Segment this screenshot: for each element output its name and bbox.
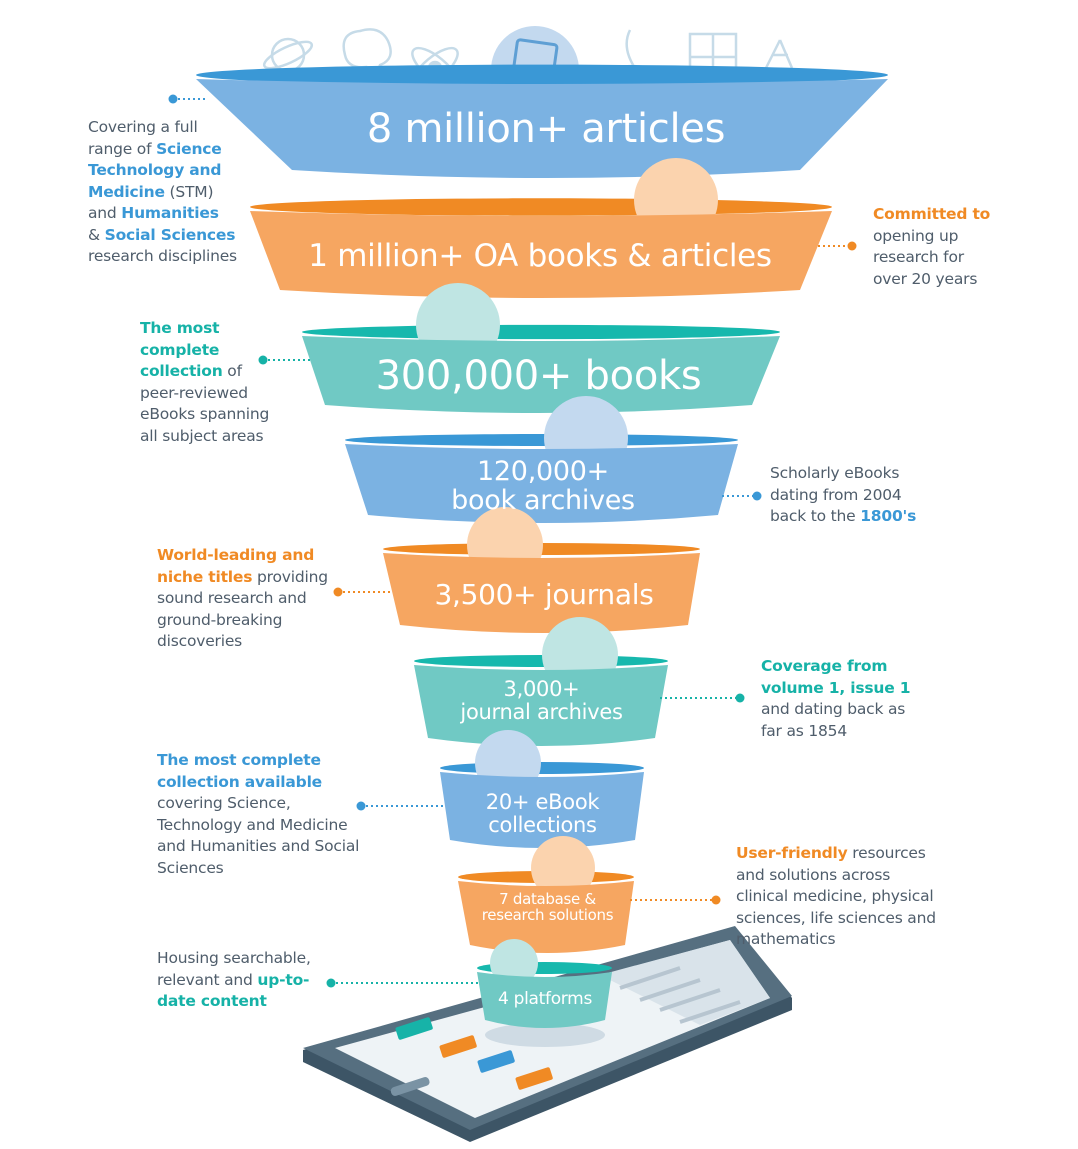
connector-dot	[258, 355, 268, 365]
annotation-4: Scholarly eBooks dating from 2004 back t…	[770, 463, 916, 528]
annotation-highlight: User-friendly	[736, 844, 848, 862]
connector-dot	[752, 491, 762, 501]
annotation-text: providing sound research and ground-brea…	[157, 567, 328, 651]
tier-rim	[302, 324, 780, 340]
connector-dot	[356, 801, 366, 811]
annotation-highlight: Coverage from volume 1, issue 1	[761, 657, 911, 697]
funnel-tier-9	[477, 939, 612, 1028]
funnel-tier-6	[414, 617, 668, 746]
tier-body	[383, 553, 700, 633]
tier-body	[414, 665, 668, 746]
annotation-text: Covering a full range of	[88, 118, 198, 158]
annotation-6: Coverage from volume 1, issue 1 and dati…	[761, 656, 911, 742]
annotation-highlight: The most complete collection	[140, 319, 223, 380]
connector-dot	[847, 241, 857, 251]
annotation-8: User-friendly resources and solutions ac…	[736, 843, 936, 951]
funnel-tier-7	[440, 730, 644, 848]
tier-rim	[250, 198, 832, 216]
funnel-tier-3	[302, 283, 780, 413]
funnel-tier-8	[458, 836, 634, 953]
connector-dot	[168, 94, 178, 104]
funnel-tier-1	[196, 64, 888, 178]
tier-body	[345, 444, 738, 523]
annotation-text: resources and solutions across clinical …	[736, 844, 936, 948]
annotation-3: The most complete collection of peer-rev…	[140, 318, 269, 447]
monitor-icon	[490, 939, 538, 987]
tier-label: 300,000+ books	[375, 353, 702, 399]
tier-label: 20+ eBook collections	[485, 790, 600, 837]
annotation-text: Scholarly eBooks dating from 2004 back t…	[770, 464, 902, 525]
funnel-tier-2	[250, 158, 832, 298]
tier-body	[477, 972, 612, 1028]
annotation-9: Housing searchable, relevant and up-to- …	[157, 948, 311, 1013]
tier-rim	[414, 655, 668, 667]
tier-label: 1 million+ OA books & articles	[308, 238, 772, 274]
annotation-2: Committed to opening up research for ove…	[873, 204, 990, 290]
annotation-text: and dating back as far as 1854	[761, 700, 906, 740]
connector-dot	[711, 895, 721, 905]
annotation-text: &	[88, 225, 100, 244]
annotation-text: of peer-reviewed eBooks spanning all sub…	[140, 362, 270, 445]
annotation-highlight: up-to- date content	[157, 970, 310, 1011]
annotation-7: The most complete collection available c…	[157, 750, 359, 879]
tier-label: 4 platforms	[497, 989, 593, 1009]
annotation-text: research disciplines	[88, 247, 237, 265]
tier-body	[458, 881, 634, 953]
tier-label: 3,500+ journals	[434, 578, 654, 611]
connector-dot	[735, 693, 745, 703]
connector-dot	[326, 978, 336, 988]
tier-label: 8 million+ articles	[366, 106, 726, 152]
annotation-highlight: The most complete collection available	[157, 751, 322, 791]
tier-label: 7 database & research solutions	[481, 890, 614, 925]
connector-dot	[333, 587, 343, 597]
tier-label: 3,000+ journal archives	[460, 677, 623, 724]
annotation-1: Covering a full range of Science Technol…	[88, 117, 237, 268]
annotation-highlight: Science Technology and Medicine	[88, 139, 222, 201]
database-icon	[531, 836, 595, 900]
tier-rim	[440, 762, 644, 774]
annotation-text: (STM) and	[88, 182, 214, 223]
annotation-5: World-leading and niche titles providing…	[157, 545, 328, 653]
annotation-highlight: 1800's	[860, 507, 917, 525]
funnel-tier-5	[383, 507, 700, 633]
tier-body	[440, 772, 644, 848]
annotation-text: covering Science, Technology and Medicin…	[157, 794, 360, 877]
annotation-highlight: Social Sciences	[104, 225, 236, 244]
compass-icon	[764, 39, 794, 69]
tier-body	[250, 211, 832, 298]
annotation-text: Housing searchable, relevant and	[157, 949, 311, 989]
annotation-text: opening up research for over 20 years	[873, 226, 978, 288]
tier-rim	[196, 64, 888, 86]
funnel-tier-4	[345, 396, 738, 523]
tier-body	[196, 79, 888, 178]
annotation-highlight: Humanities	[121, 204, 219, 222]
tier-rim	[345, 434, 738, 446]
annotation-highlight: World-leading and niche titles	[157, 546, 315, 586]
tier-label: 120,000+ book archives	[451, 456, 635, 517]
tier-body	[302, 336, 780, 413]
annotation-highlight: Committed to	[873, 205, 991, 223]
tablet-device	[303, 926, 792, 1142]
